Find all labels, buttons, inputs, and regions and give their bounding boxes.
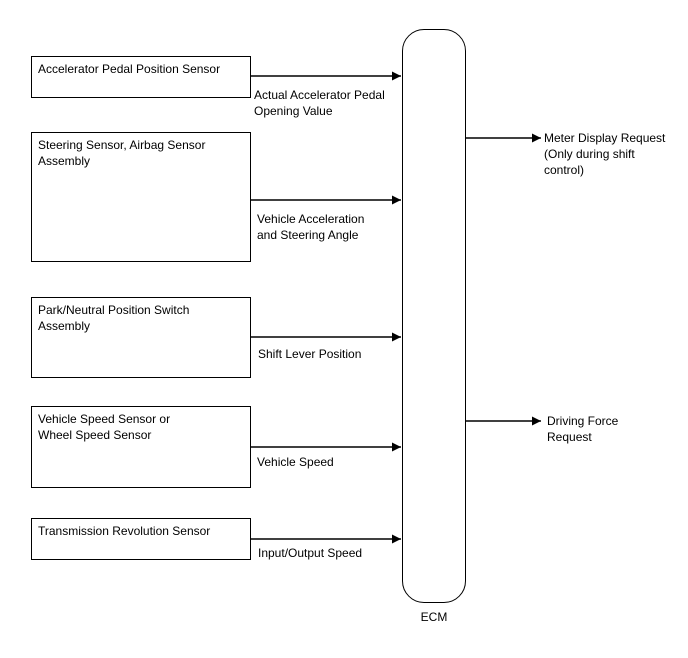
vehicle-speed-sensor-box: Vehicle Speed Sensor or Wheel Speed Sens…	[31, 406, 251, 488]
ecm-label: ECM	[420, 610, 448, 624]
accelerator-pedal-sensor-box: Accelerator Pedal Position Sensor	[31, 56, 251, 98]
transmission-revolution-sensor-box: Transmission Revolution Sensor	[31, 518, 251, 560]
park-neutral-switch-box: Park/Neutral Position Switch Assembly	[31, 297, 251, 378]
signal-label-steering: Vehicle Acceleration and Steering Angle	[257, 212, 365, 242]
signal-label-accelerator: Actual Accelerator Pedal Opening Value	[254, 88, 385, 118]
ecm-block	[402, 29, 466, 603]
signal-label-input-output-speed: Input/Output Speed	[258, 546, 363, 560]
signal-label-shift-lever: Shift Lever Position	[258, 347, 362, 361]
output-label-driving-force: Driving Force Request	[547, 414, 619, 444]
steering-airbag-sensor-box: Steering Sensor, Airbag Sensor Assembly	[31, 132, 251, 262]
signal-label-vehicle-speed: Vehicle Speed	[257, 455, 334, 469]
output-label-meter-display: Meter Display Request (Only during shift…	[544, 131, 666, 177]
